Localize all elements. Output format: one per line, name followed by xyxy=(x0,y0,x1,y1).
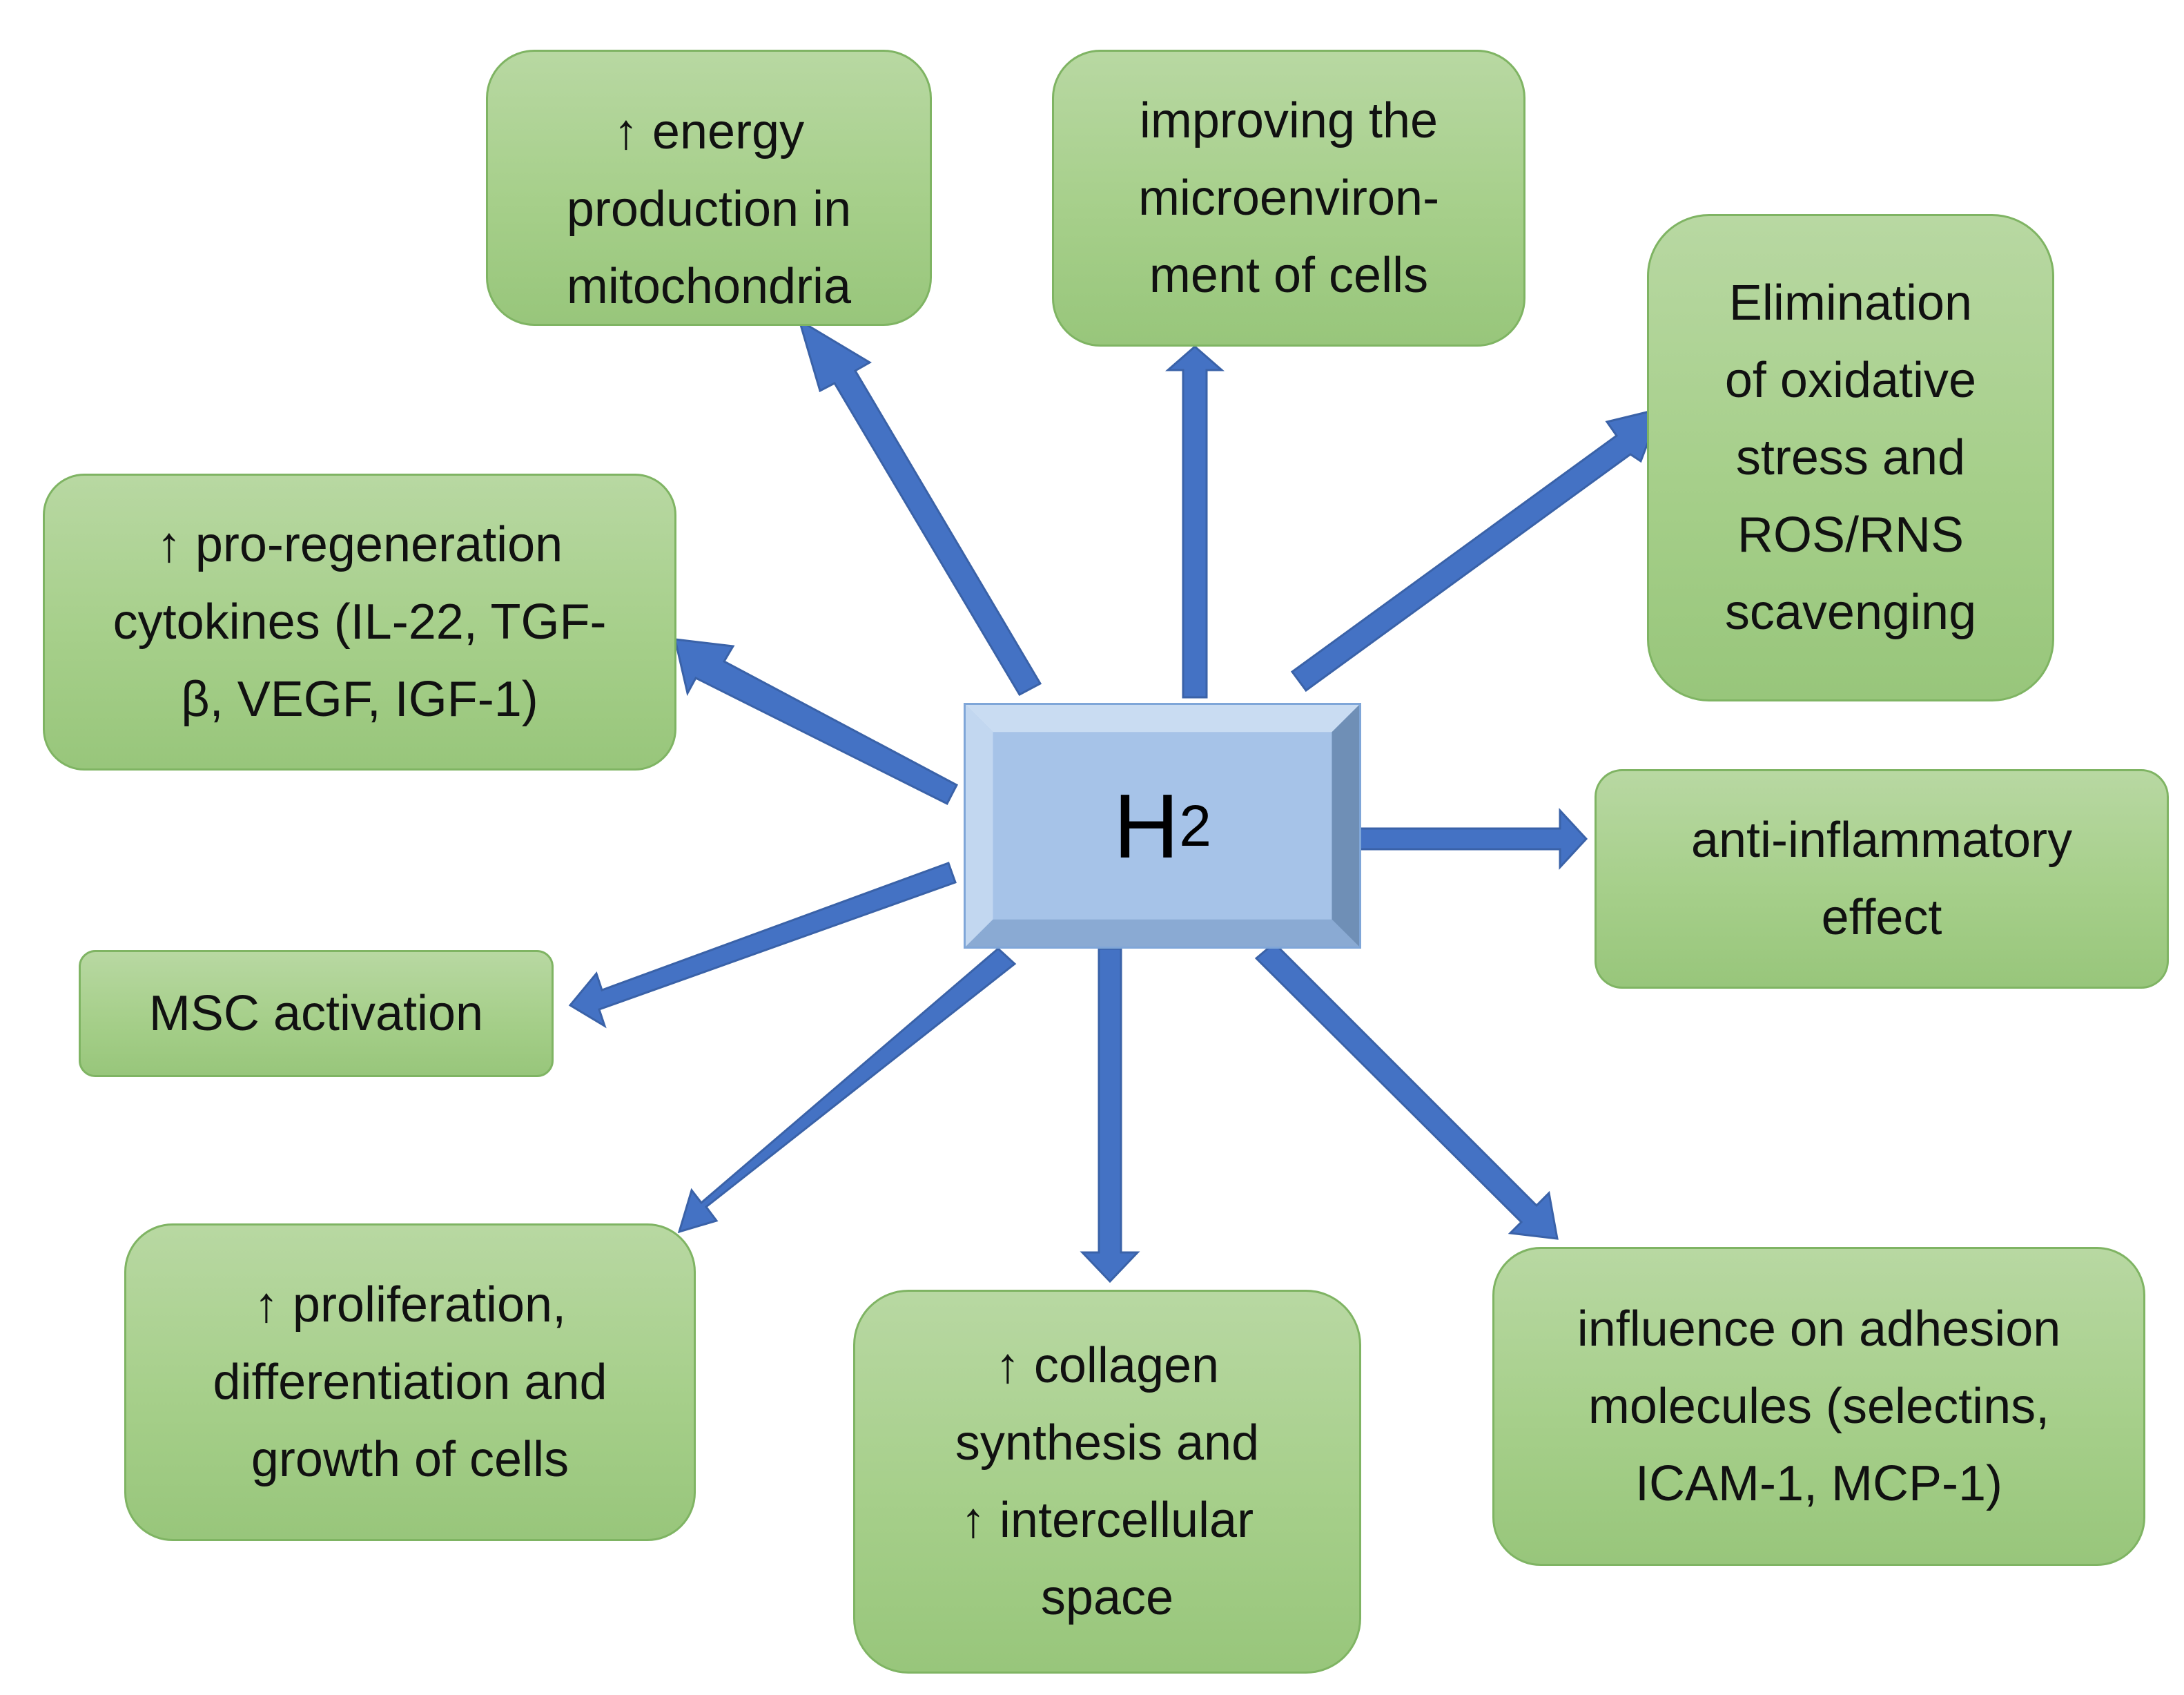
arrow-to-oxidative xyxy=(1290,407,1663,692)
line: anti-inflammatory xyxy=(1690,813,2073,868)
line: space xyxy=(1040,1570,1174,1625)
box-collagen-synthesis: ↑ collagen synthesis and ↑ intercellular… xyxy=(853,1290,1361,1674)
line: ↑ collagen xyxy=(995,1338,1220,1393)
arrow-to-anti-inflammatory xyxy=(1347,808,1588,870)
box-energy-production: ↑ energy production in mitochondria xyxy=(486,50,932,326)
line: ↑ energy xyxy=(613,104,805,159)
line: influence on adhesion xyxy=(1577,1301,2061,1357)
line: ICAM-1, MCP-1) xyxy=(1635,1456,2003,1511)
bevel-frame xyxy=(966,705,1359,947)
line: Elimination xyxy=(1728,275,1973,331)
box-microenvironment: improving the microenviron- ment of cell… xyxy=(1052,50,1525,347)
line: β, VEGF, IGF-1) xyxy=(181,672,538,727)
box-anti-inflammatory: anti-inflammatory effect xyxy=(1595,769,2169,989)
line: growth of cells xyxy=(251,1432,569,1487)
line: ROS/RNS xyxy=(1737,507,1964,563)
line: cytokines (IL-22, TGF- xyxy=(113,594,607,650)
line: ↑ intercellular xyxy=(960,1493,1254,1548)
line: ment of cells xyxy=(1149,248,1429,303)
box-oxidative-stress: Elimination of oxidative stress and ROS/… xyxy=(1647,214,2054,701)
line: molecules (selectins, xyxy=(1588,1379,2050,1434)
arrow-to-cytokines xyxy=(674,638,959,806)
line: production in xyxy=(566,182,852,237)
line: mitochondria xyxy=(566,259,852,314)
line: improving the xyxy=(1139,93,1439,148)
line: synthesis and xyxy=(955,1415,1260,1471)
box-proliferation: ↑ proliferation, differentiation and gro… xyxy=(124,1223,696,1541)
h2-subscript: 2 xyxy=(1179,793,1212,858)
arrow-to-proliferation xyxy=(677,947,1017,1234)
h2-main: H xyxy=(1113,775,1180,877)
box-msc-activation: MSC activation xyxy=(79,950,554,1077)
arrow-to-collagen xyxy=(1080,947,1140,1284)
arrow-to-energy xyxy=(797,318,1042,696)
line: ↑ pro-regeneration xyxy=(156,517,563,572)
line: microenviron- xyxy=(1138,171,1440,226)
line: scavenging xyxy=(1724,585,1977,640)
line: ↑ proliferation, xyxy=(253,1277,567,1333)
arrow-to-adhesion xyxy=(1254,941,1559,1240)
arrow-to-microenvironment xyxy=(1164,345,1225,699)
line: of oxidative xyxy=(1724,353,1977,408)
box-adhesion-molecules: influence on adhesion molecules (selecti… xyxy=(1492,1247,2145,1566)
line: effect xyxy=(1821,890,1942,945)
line: stress and xyxy=(1735,430,1966,485)
box-pro-regeneration-cytokines: ↑ pro-regeneration cytokines (IL-22, TGF… xyxy=(43,474,676,771)
arrow-to-msc xyxy=(568,862,957,1029)
line: MSC activation xyxy=(148,986,484,1041)
line: differentiation and xyxy=(213,1355,607,1410)
